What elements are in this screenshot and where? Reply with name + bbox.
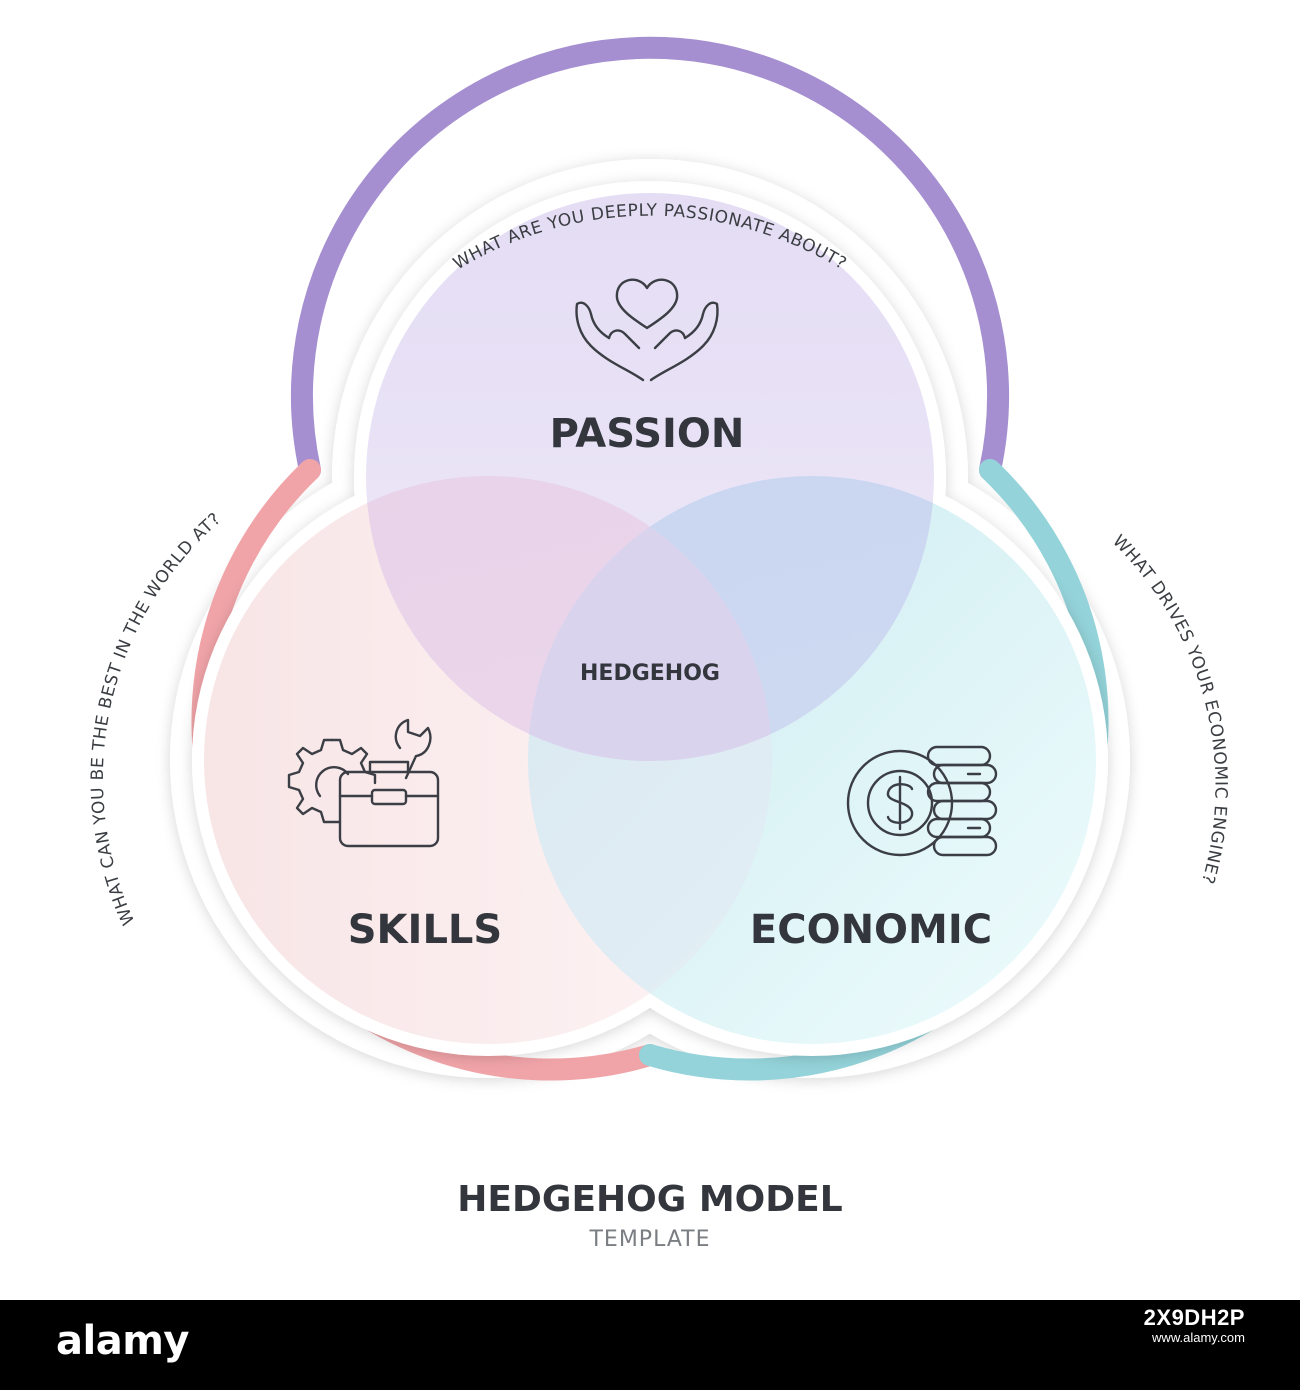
- skills-label: SKILLS: [348, 907, 502, 953]
- watermark-id-block: 2X9DH2P www.alamy.com: [1143, 1305, 1245, 1348]
- dollar-coins-icon: [846, 745, 998, 857]
- watermark-site: www.alamy.com: [1152, 1330, 1245, 1345]
- hedgehog-venn-diagram: PASSION SKILLS ECONOMIC HEDGEHOG WHAT AR…: [88, 36, 1230, 1252]
- watermark-image-id: 2X9DH2P: [1143, 1305, 1245, 1330]
- diagram-subtitle: TEMPLATE: [588, 1227, 710, 1252]
- economic-label: ECONOMIC: [750, 907, 992, 953]
- passion-ring: [291, 36, 1009, 481]
- diagram-title: HEDGEHOG MODEL: [457, 1179, 842, 1220]
- watermark-footer: alamy 2X9DH2P www.alamy.com: [0, 1300, 1300, 1390]
- economic-question: WHAT DRIVES YOUR ECONOMIC ENGINE?: [1108, 531, 1230, 886]
- watermark-brand: alamy: [56, 1318, 189, 1364]
- center-label: HEDGEHOG: [580, 661, 720, 686]
- heart-in-hands-icon: [575, 278, 719, 382]
- passion-label: PASSION: [550, 411, 745, 457]
- gear-wrench-briefcase-icon: [287, 718, 440, 848]
